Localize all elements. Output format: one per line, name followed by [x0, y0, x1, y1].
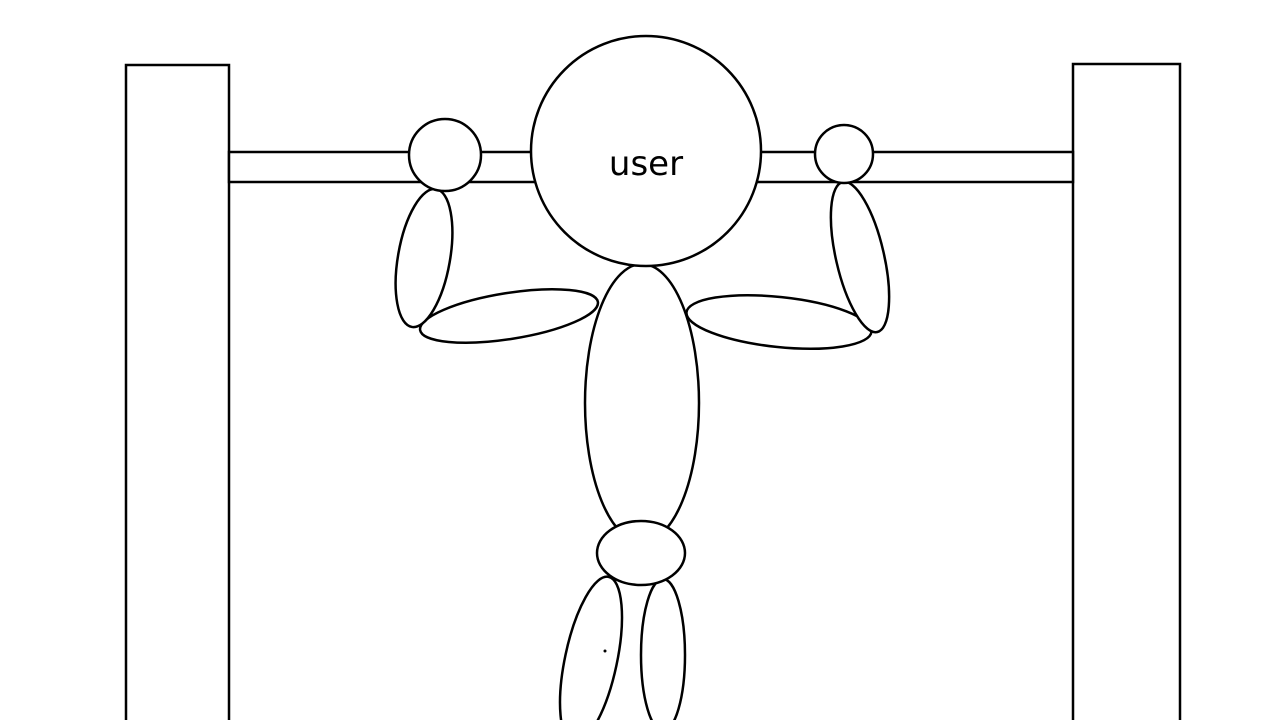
left-post — [124, 63, 231, 720]
hip-joint — [595, 519, 687, 587]
right-hand — [813, 123, 875, 185]
left-hand — [407, 117, 483, 193]
left-leg — [558, 575, 624, 720]
torso — [583, 262, 701, 544]
left-upper-arm — [418, 288, 600, 344]
leg-dot — [603, 649, 607, 653]
head — [529, 34, 763, 268]
right-leg — [639, 577, 687, 720]
head-label: user — [609, 144, 683, 184]
right-post — [1071, 62, 1182, 720]
right-upper-arm — [685, 294, 873, 350]
